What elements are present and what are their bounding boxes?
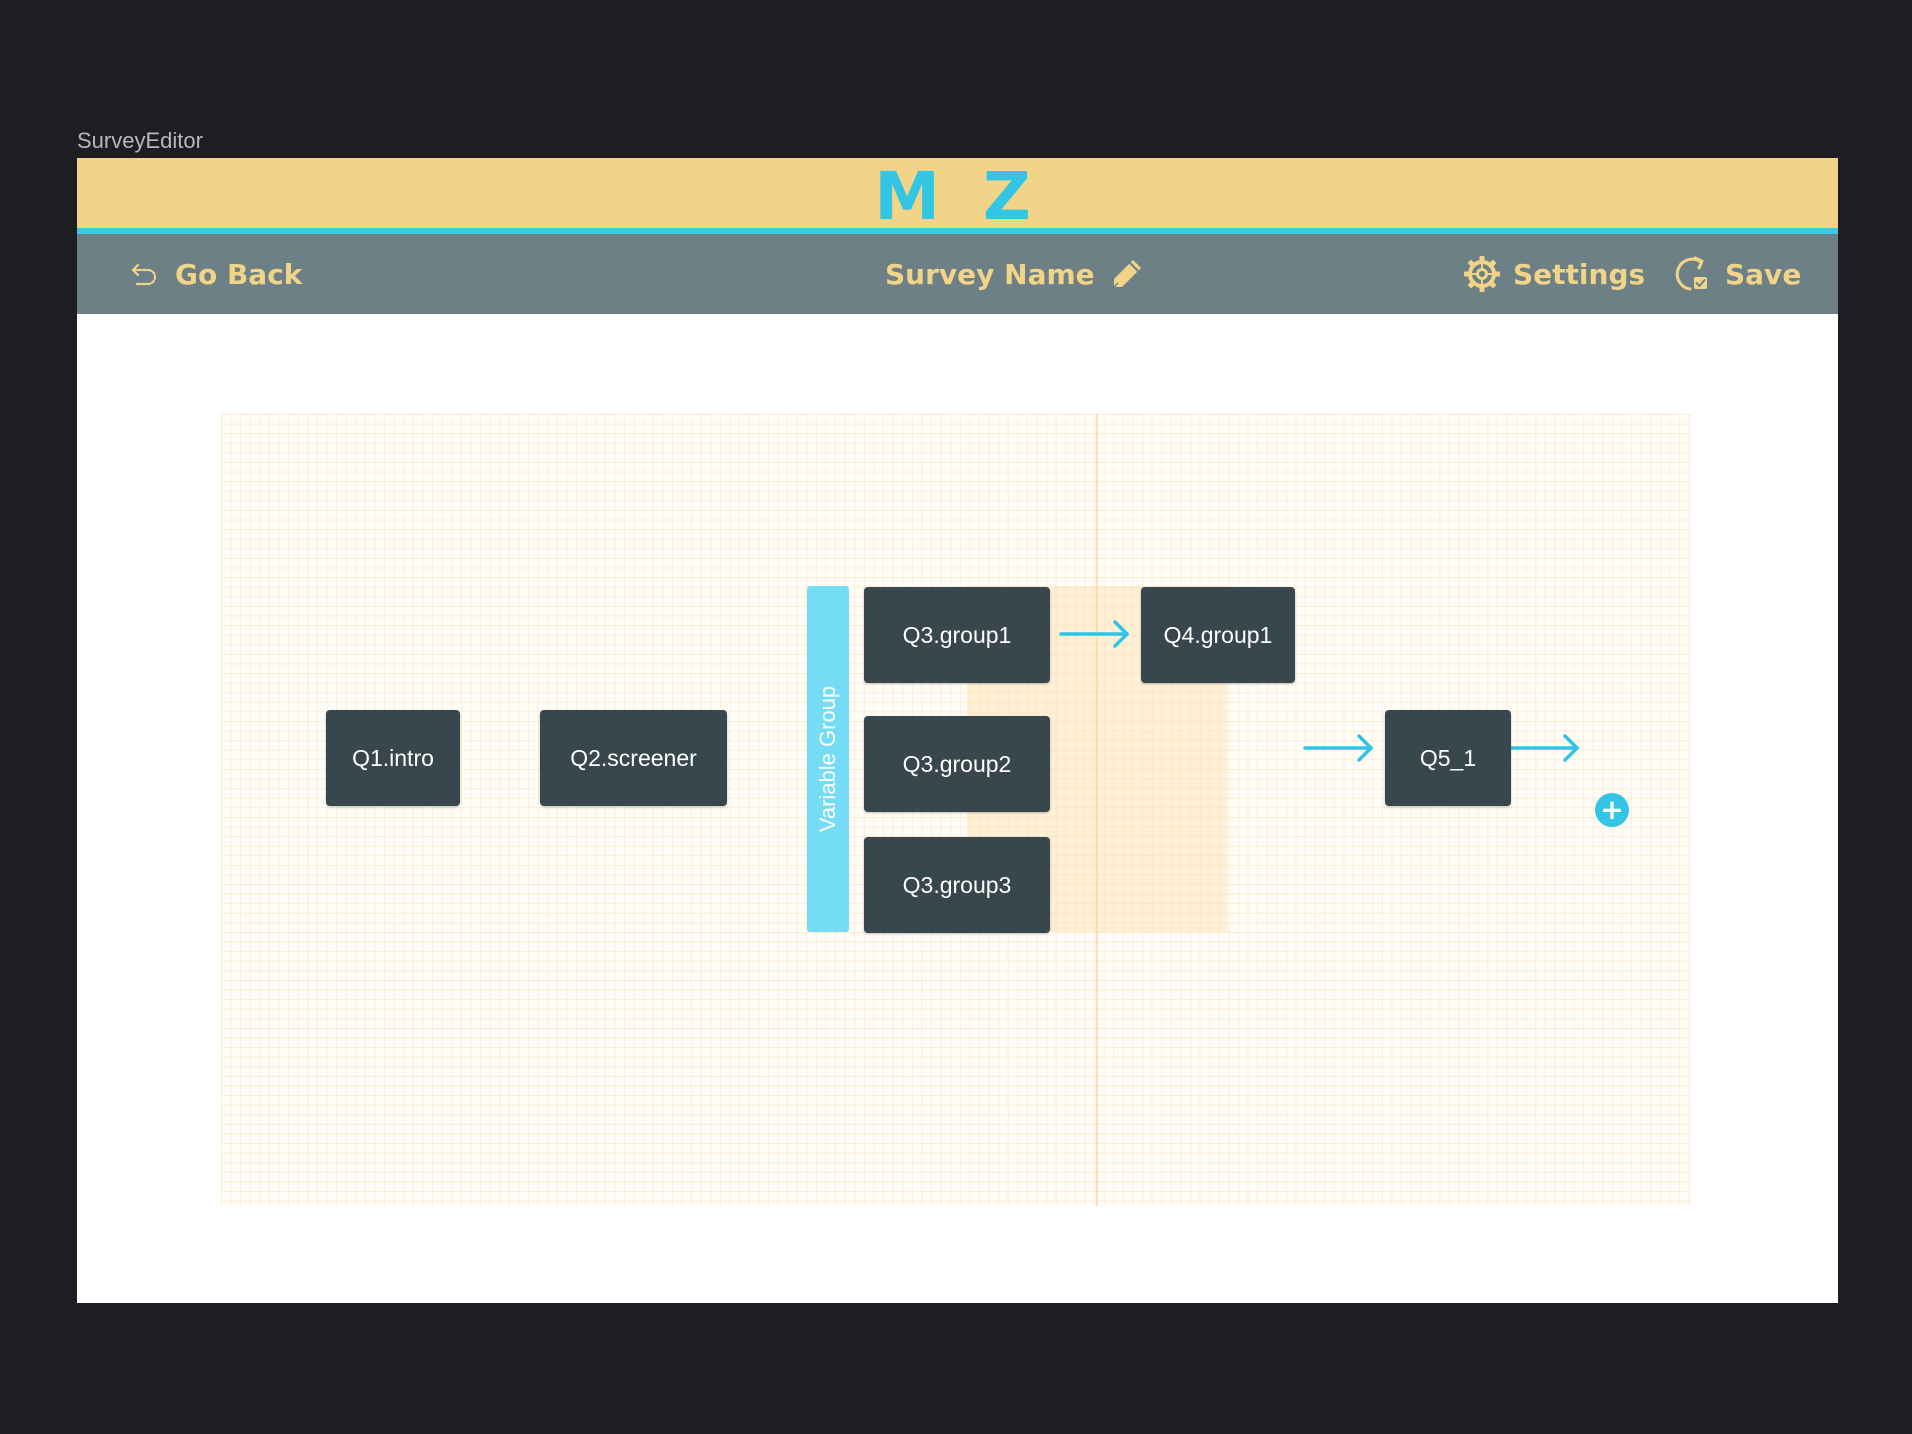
plus-icon: +: [1600, 793, 1624, 826]
brand-header: M Z: [77, 158, 1838, 234]
undo-icon: [129, 257, 163, 291]
toolbar: Go Back Survey Name: [77, 234, 1838, 314]
node-q1-intro[interactable]: Q1.intro: [326, 710, 460, 806]
flow-canvas[interactable]: Q1.intro Q2.screener Variable Group Q3.g…: [221, 414, 1691, 1206]
go-back-label: Go Back: [175, 257, 303, 291]
arrow-q5-add: [1510, 734, 1579, 762]
variable-group-label: Variable Group: [815, 685, 840, 833]
node-q3-group1[interactable]: Q3.group1: [864, 587, 1050, 683]
survey-name-editor[interactable]: Survey Name: [885, 234, 1145, 314]
canvas-center-guide: [1096, 414, 1098, 1206]
save-label: Save: [1725, 257, 1802, 291]
refresh-check-icon: [1671, 253, 1713, 295]
node-q2-screener[interactable]: Q2.screener: [540, 710, 727, 806]
settings-label: Settings: [1513, 257, 1646, 291]
add-node-button[interactable]: +: [1595, 793, 1629, 827]
settings-button[interactable]: Settings: [1463, 234, 1645, 314]
survey-editor-window: M Z Go Back Survey Name: [77, 158, 1838, 1303]
survey-name-label: Survey Name: [885, 257, 1095, 291]
node-q3-group2[interactable]: Q3.group2: [864, 716, 1050, 812]
gear-icon: [1463, 255, 1501, 293]
variable-group-bar[interactable]: Variable Group: [807, 586, 849, 932]
node-q3-group3[interactable]: Q3.group3: [864, 837, 1050, 933]
pencil-icon[interactable]: [1109, 256, 1145, 292]
arrow-group-q5: [1303, 734, 1373, 762]
node-q4-group1[interactable]: Q4.group1: [1141, 587, 1295, 683]
go-back-button[interactable]: Go Back: [129, 234, 302, 314]
save-button[interactable]: Save: [1671, 234, 1801, 314]
node-q5-1[interactable]: Q5_1: [1385, 710, 1511, 806]
window-caption: SurveyEditor: [77, 128, 203, 153]
brand-logo: M Z: [874, 158, 1041, 235]
